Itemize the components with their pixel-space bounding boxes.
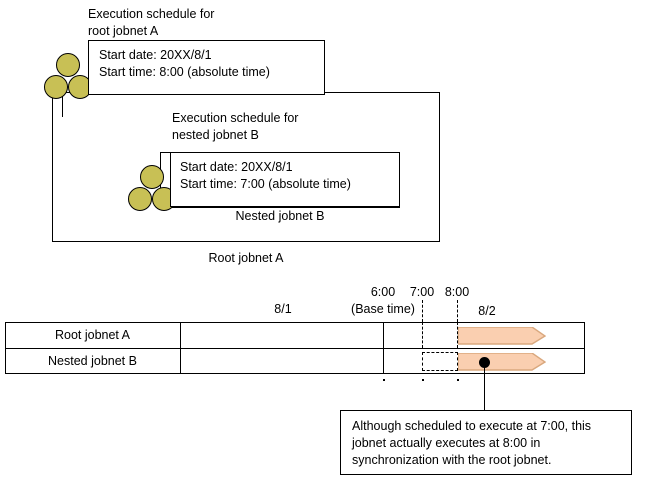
nested-jobnet-icon-circle-bottom-left: [128, 187, 152, 211]
tick-dot-8: [457, 379, 459, 381]
nested-jobnet-label: Nested jobnet B: [235, 209, 325, 223]
nested-schedule-box: [170, 152, 400, 207]
base-time-gridline: [383, 322, 384, 374]
tick-dot-6: [383, 379, 385, 381]
callout-leader-line: [484, 363, 485, 410]
timeline-row-divider: [5, 348, 585, 349]
nested-schedule-caption-line2: nested jobnet B: [172, 128, 259, 142]
root-schedule-caption-line1: Execution schedule for: [88, 7, 215, 21]
nested-schedule-caption-line1: Execution schedule for: [172, 111, 299, 125]
gridline-7: [422, 322, 423, 348]
nested-schedule-start-date: Start date: 20XX/8/1: [180, 160, 293, 174]
nested-schedule-start-time: Start time: 7:00 (absolute time): [180, 177, 351, 191]
gridline-8: [457, 322, 458, 348]
root-schedule-start-time: Start time: 8:00 (absolute time): [99, 65, 270, 79]
tick-stub-7: [422, 300, 423, 322]
jobnet-icon-circle-top: [56, 53, 80, 77]
time-label-7: 7:00: [409, 285, 435, 299]
date-label-8-1: 8/1: [274, 302, 292, 316]
timeline-row-label-root: Root jobnet A: [54, 328, 131, 342]
root-jobnet-label: Root jobnet A: [208, 251, 284, 265]
jobnet-icon-circle-bottom-left: [44, 75, 68, 99]
timeline-row-label-nested: Nested jobnet B: [48, 354, 137, 368]
nested-jobnet-planned-box: [422, 352, 458, 371]
timeline-label-column-divider: [180, 322, 181, 374]
callout-box: [340, 410, 632, 475]
nested-jobnet-icon-circle-top: [140, 165, 164, 189]
tick-dot-7: [422, 379, 424, 381]
nested-jobnet-bar: [458, 353, 546, 371]
root-jobnet-icon-stem: [62, 95, 63, 117]
date-label-8-2: 8/2: [478, 304, 496, 318]
root-schedule-start-date: Start date: 20XX/8/1: [99, 48, 212, 62]
time-label-8: 8:00: [444, 285, 470, 299]
root-schedule-caption-line2: root jobnet A: [88, 24, 159, 38]
root-jobnet-bar: [458, 327, 546, 345]
callout-line-1: Although scheduled to execute at 7:00, t…: [352, 419, 592, 433]
callout-line-2: jobnet actually executes at 8:00 in: [352, 436, 541, 450]
root-schedule-box: [88, 40, 325, 95]
callout-line-3: synchronization with the root jobnet.: [352, 453, 552, 467]
base-time-label: (Base time): [351, 302, 415, 316]
tick-stub-8: [457, 300, 458, 322]
execution-marker-dot: [479, 357, 490, 368]
time-label-6: 6:00: [370, 285, 396, 299]
